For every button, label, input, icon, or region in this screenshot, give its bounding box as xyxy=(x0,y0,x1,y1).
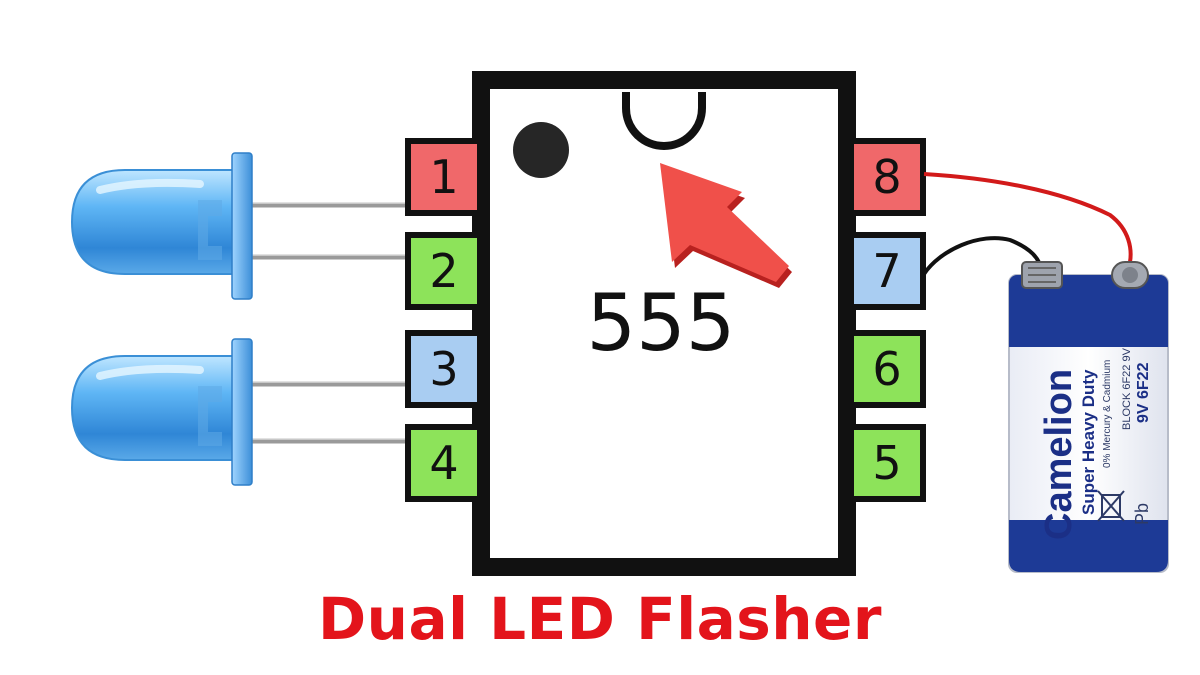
pin-box xyxy=(848,330,926,408)
led-leads xyxy=(252,202,408,444)
battery-terminal-negative xyxy=(1021,261,1063,289)
pin-box xyxy=(405,232,483,310)
pin-box xyxy=(848,138,926,216)
pins-left: 1 2 3 4 xyxy=(405,138,483,502)
pin-box xyxy=(848,232,926,310)
ic-555-chip: 555 xyxy=(472,71,856,576)
battery-brand: Camelion xyxy=(1038,369,1080,540)
battery-terminal-positive xyxy=(1111,261,1149,289)
pin-number: 6 xyxy=(872,342,901,396)
pin-1-dot xyxy=(513,122,569,178)
pin-number: 7 xyxy=(872,244,901,298)
pin-box xyxy=(405,424,483,502)
pin-1: 1 xyxy=(405,138,483,216)
recycle-bin-icon xyxy=(1097,490,1125,522)
pin-number: 5 xyxy=(872,436,901,490)
pin-5: 5 xyxy=(848,424,926,502)
chip-label: 555 xyxy=(587,279,736,369)
pin-number: 2 xyxy=(429,244,458,298)
pin-4: 4 xyxy=(405,424,483,502)
pin-number: 4 xyxy=(429,436,458,490)
negative-wire xyxy=(922,236,1044,276)
battery-9v: Camelion Super Heavy Duty 0% Mercury & C… xyxy=(1008,261,1169,573)
battery-voltage: 9V 6F22 xyxy=(1135,362,1152,423)
diagram-title: Dual LED Flasher xyxy=(318,585,882,653)
pin-number: 8 xyxy=(872,150,901,204)
pin-7: 7 xyxy=(848,232,926,310)
led-2 xyxy=(70,338,253,486)
pin-box xyxy=(405,330,483,408)
led-1 xyxy=(70,152,253,300)
positive-wire xyxy=(923,172,1133,263)
pin-2: 2 xyxy=(405,232,483,310)
battery-note: 0% Mercury & Cadmium xyxy=(1102,360,1113,468)
pin-6: 6 xyxy=(848,330,926,408)
battery-line: Super Heavy Duty xyxy=(1079,369,1098,515)
battery-pb-mark: Pb xyxy=(1132,503,1152,525)
pin-box xyxy=(848,424,926,502)
red-arrow-icon xyxy=(660,163,792,288)
pins-right: 8 7 6 5 xyxy=(848,138,926,502)
pin-number: 3 xyxy=(429,342,458,396)
battery-model: BLOCK 6F22 9V xyxy=(1121,347,1133,430)
pin-number: 1 xyxy=(429,150,458,204)
pin-8: 8 xyxy=(848,138,926,216)
pin-box xyxy=(405,138,483,216)
pin-3: 3 xyxy=(405,330,483,408)
